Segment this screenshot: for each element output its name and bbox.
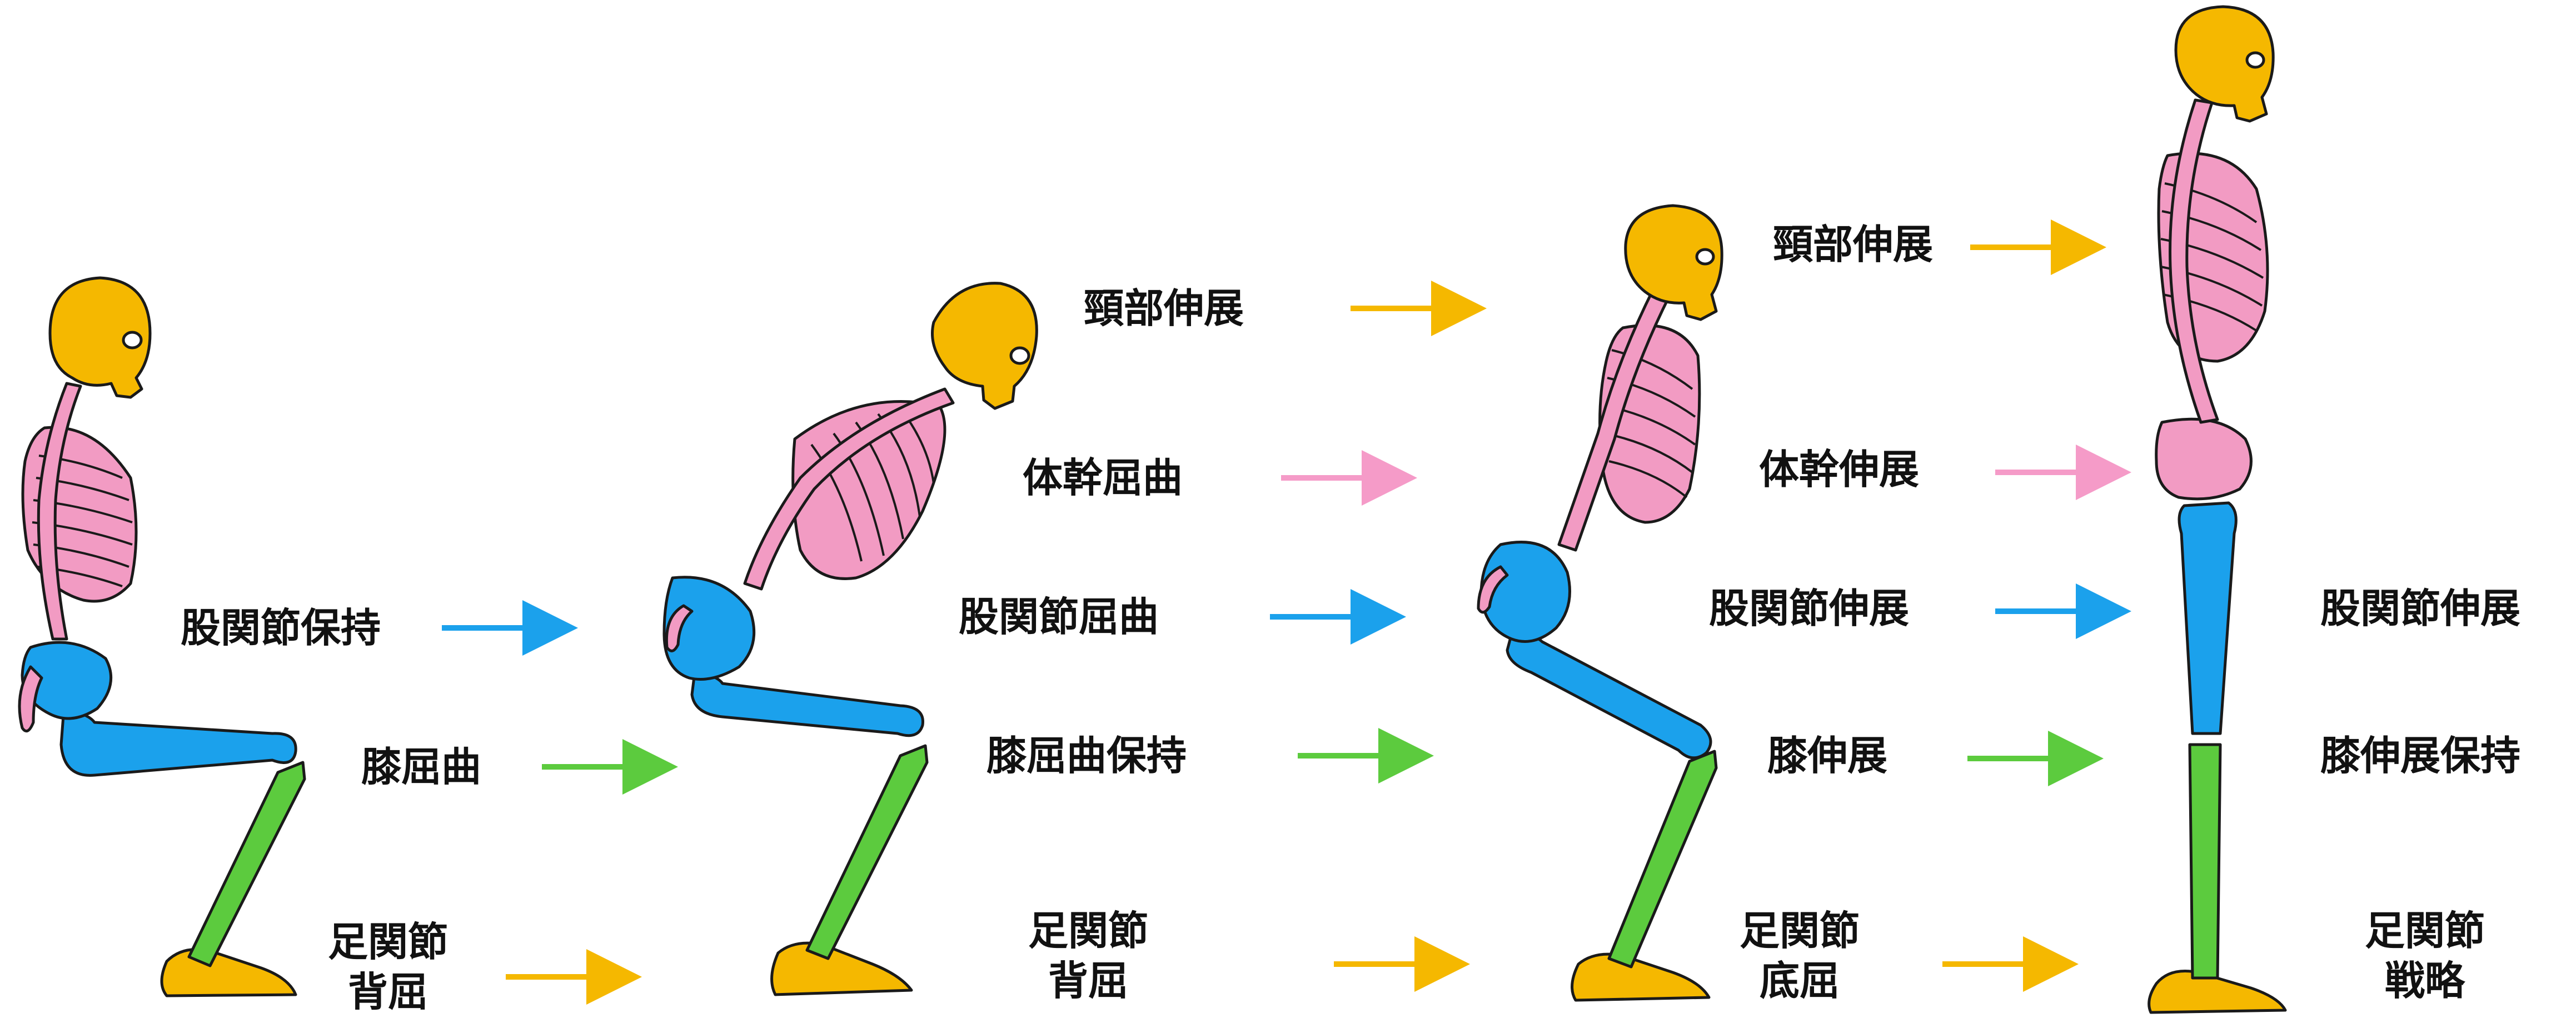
label-trunk-2: 体幹屈曲: [1023, 453, 1183, 503]
foot-bone: [772, 943, 911, 995]
label-ankle-4-line2: 戦略: [2365, 956, 2485, 1006]
thigh-bone: [2179, 503, 2236, 733]
shank-bone: [2190, 745, 2220, 978]
label-ankle-2-line1: 足関節: [1028, 906, 1148, 956]
foot-bone: [1572, 954, 1709, 1000]
label-ankle-3-line2: 底屈: [1740, 956, 1860, 1006]
label-hip-2: 股関節屈曲: [959, 592, 1159, 642]
label-knee-1: 膝屈曲: [361, 742, 481, 792]
eye-socket: [1697, 249, 1713, 264]
shank-bone: [1609, 751, 1716, 967]
label-neck-3: 頸部伸展: [1773, 219, 1933, 270]
label-ankle-1-line2: 背屈: [328, 967, 448, 1017]
thigh-bone: [1507, 633, 1711, 758]
foot-bone: [162, 950, 296, 996]
label-knee-2: 膝屈曲保持: [986, 731, 1187, 781]
shank-bone: [807, 746, 927, 959]
label-knee-4: 膝伸展保持: [2320, 731, 2520, 781]
label-ankle-3-line1: 足関節: [1740, 906, 1860, 956]
eye-socket: [2247, 53, 2264, 67]
label-knee-3: 膝伸展: [1767, 731, 1887, 781]
label-hip-1: 股関節保持: [181, 603, 381, 653]
skeleton-figure-rising: [1478, 206, 1722, 1000]
label-neck-2: 頸部伸展: [1084, 283, 1244, 333]
pelvis-bone: [2156, 419, 2251, 499]
skull-bone: [933, 283, 1037, 408]
thigh-bone: [61, 708, 296, 775]
label-trunk-3: 体幹伸展: [1759, 445, 1919, 495]
label-ankle-2: 足関節 背屈: [1028, 906, 1148, 1006]
label-ankle-3: 足関節 底屈: [1740, 906, 1860, 1006]
eye-socket: [1011, 348, 1029, 363]
thigh-bone: [692, 672, 923, 736]
shank-bone: [189, 762, 305, 966]
label-ankle-1-line1: 足関節: [328, 917, 448, 967]
label-ankle-1: 足関節 背屈: [328, 917, 448, 1017]
label-ankle-4: 足関節 戦略: [2365, 906, 2485, 1006]
label-hip-3: 股関節伸展: [1709, 583, 1909, 633]
label-ankle-4-line1: 足関節: [2365, 906, 2485, 956]
label-ankle-2-line2: 背屈: [1028, 956, 1148, 1006]
skeleton-figure-standing: [2149, 7, 2285, 1012]
label-hip-4: 股関節伸展: [2320, 583, 2520, 633]
eye-socket: [123, 332, 141, 348]
